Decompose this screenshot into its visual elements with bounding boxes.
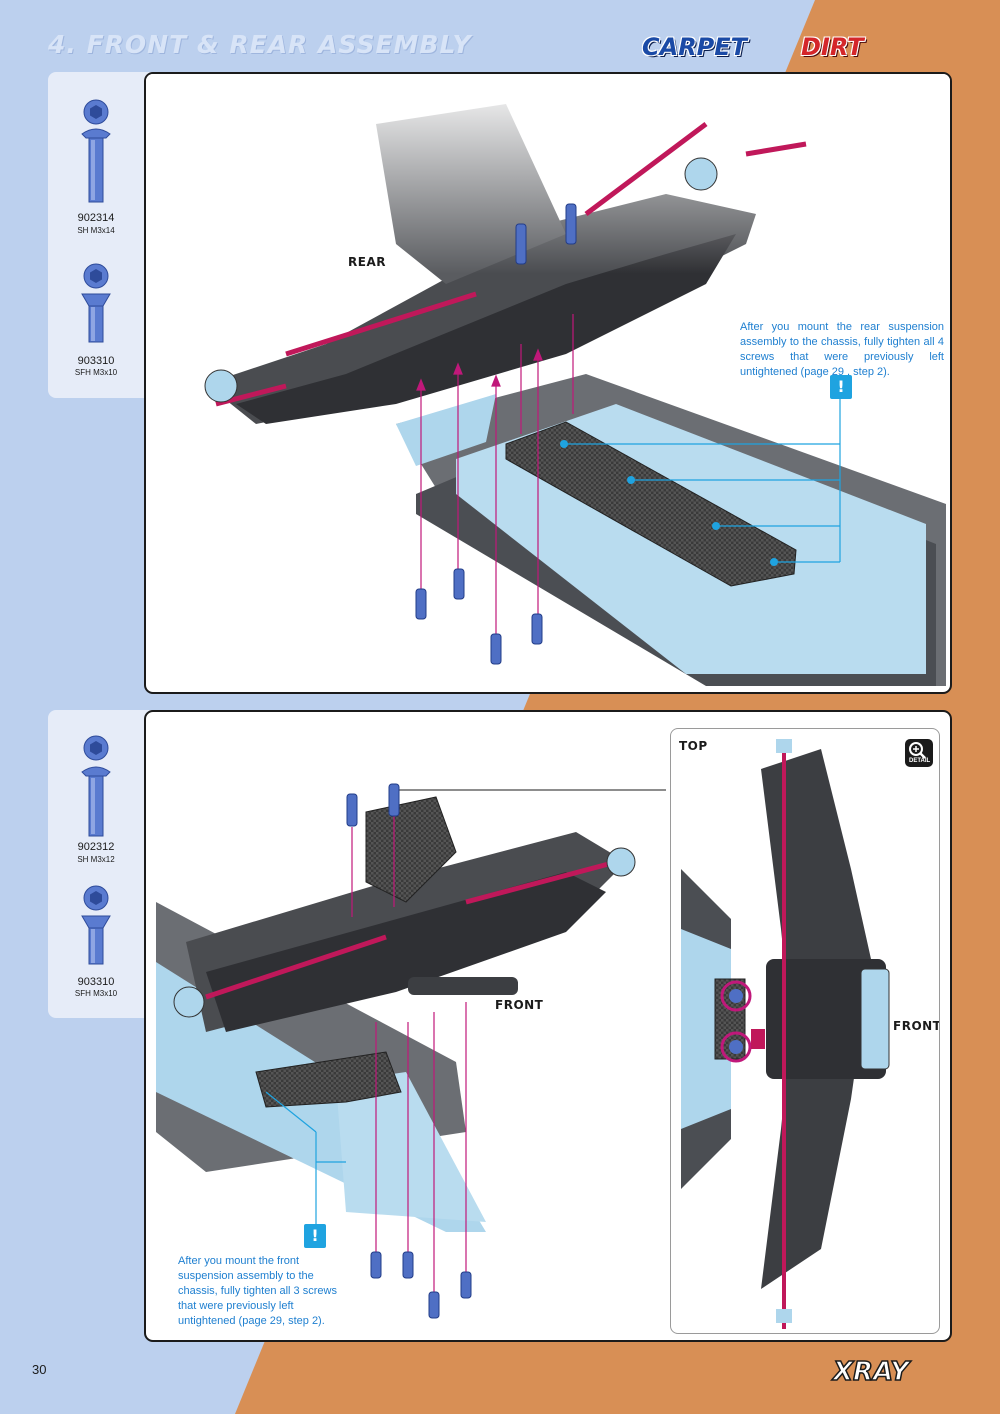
flat-head-screw-icon	[81, 263, 111, 343]
button-head-screw-icon	[81, 735, 111, 837]
rear-parts-tab: 902314 SH M3x14 903310 SFH M3x10	[48, 72, 158, 398]
rear-warning-icon: !	[830, 375, 852, 399]
xray-logo-text: XRAY	[831, 1357, 912, 1386]
page-number: 30	[32, 1362, 47, 1377]
top-detail-box: TOP FRONT DETAIL	[670, 728, 940, 1334]
top-detail-illustration	[681, 739, 890, 1329]
rear-part-1-spec: SH M3x14	[77, 226, 115, 235]
rear-assembly-panel: REAR After you mount the rear suspension…	[144, 72, 952, 694]
front-label: FRONT	[495, 998, 543, 1012]
magnifier-icon	[905, 739, 933, 767]
section-title: 4. FRONT & REAR ASSEMBLY	[48, 30, 472, 59]
front-part-1-spec: SH M3x12	[77, 855, 115, 864]
front-parts-tab: 902312 SH M3x12 903310 SFH M3x10	[48, 710, 158, 1018]
rear-label-text: REAR	[348, 255, 386, 269]
rear-part-2-code: 903310	[77, 355, 115, 367]
badge-carpet: CARPET	[642, 33, 748, 61]
detail-badge-text: DETAIL	[909, 758, 931, 764]
front-part-1-code: 902312	[77, 841, 115, 853]
rear-note: After you mount the rear suspension asse…	[740, 321, 944, 378]
detail-front-label: FRONT	[893, 1019, 940, 1033]
flat-head-screw-icon	[81, 885, 111, 965]
rear-assembly-illustration	[146, 74, 950, 686]
detail-front-label-text: FRONT	[893, 1019, 940, 1033]
top-label: TOP	[679, 739, 708, 753]
top-label-text: TOP	[679, 739, 708, 753]
front-label-text: FRONT	[495, 998, 544, 1012]
rear-label: REAR	[348, 255, 386, 269]
badge-dirt: DIRT	[801, 33, 864, 61]
xray-logo: XRAY	[830, 1356, 913, 1386]
button-head-screw-icon	[81, 99, 111, 203]
rear-part-2-spec: SFH M3x10	[74, 368, 118, 377]
front-warning-icon: !	[304, 1224, 326, 1248]
front-assembly-panel: FRONT ! After you mount the front suspen…	[144, 710, 952, 1342]
front-part-2-code: 903310	[77, 976, 115, 988]
front-assembly-illustration	[156, 783, 666, 1319]
front-part-2-spec: SFH M3x10	[74, 989, 118, 998]
front-note: After you mount the front suspension ass…	[178, 1255, 337, 1327]
rear-part-1-code: 902314	[77, 212, 115, 224]
